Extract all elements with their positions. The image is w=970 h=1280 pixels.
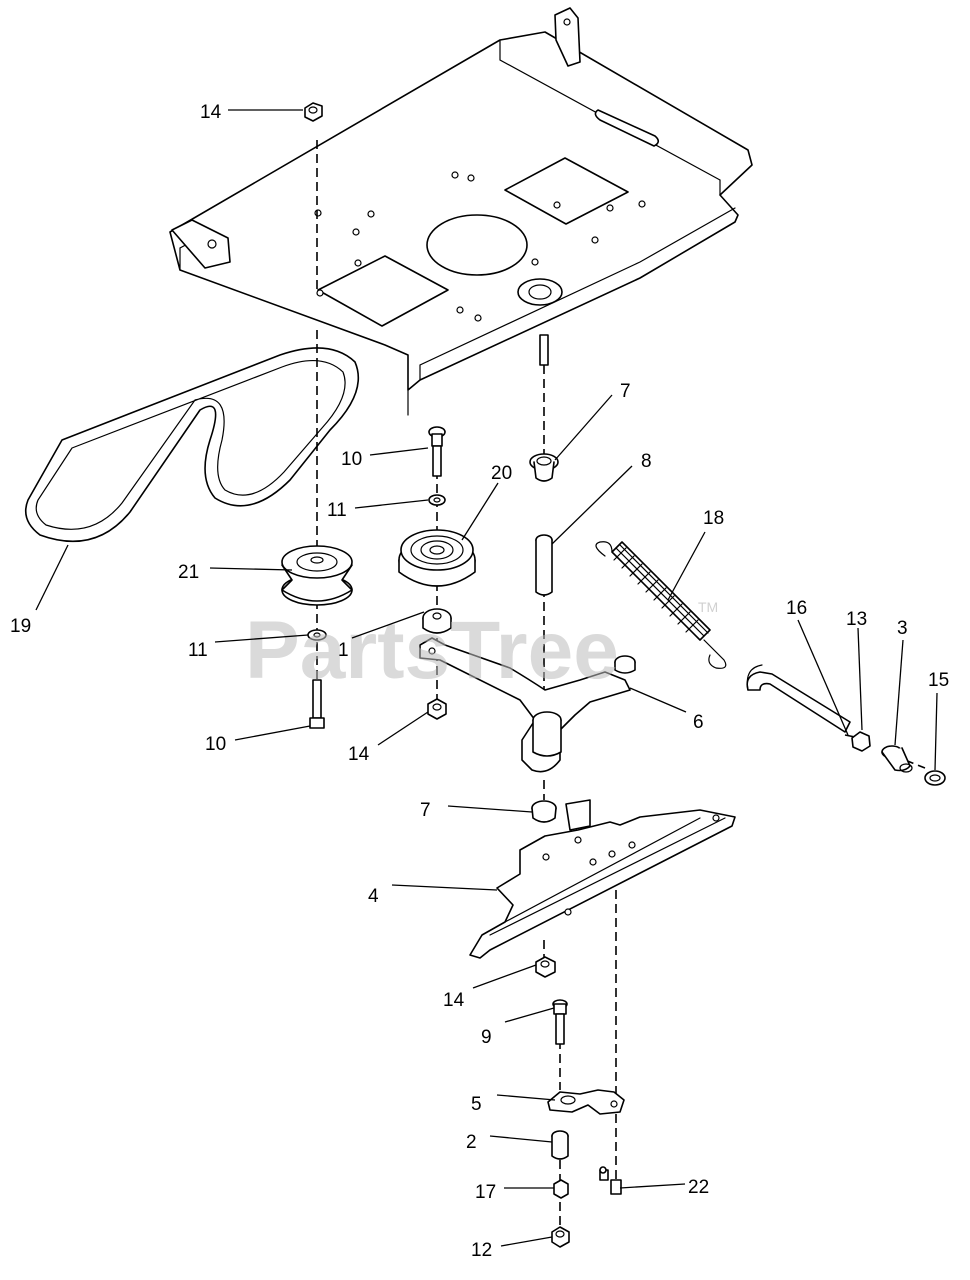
- callout-labels: 14 10 11 20 21 19 11 1 10 14 7 8 18 6 16…: [10, 102, 949, 1261]
- bolt-9: [552, 999, 568, 1045]
- callout-10-lower: 10: [205, 734, 226, 755]
- callout-1: 1: [338, 640, 349, 661]
- spacer-3: [881, 745, 913, 773]
- bolt-10-lower: [309, 679, 325, 729]
- callout-12: 12: [471, 1240, 492, 1261]
- watermark-trademark: TM: [698, 599, 718, 615]
- nut-15: [924, 770, 946, 786]
- nut-13: [851, 731, 871, 752]
- callout-22: 22: [688, 1177, 709, 1198]
- watermark-text: PartsTree: [245, 605, 619, 696]
- callout-9: 9: [481, 1027, 492, 1048]
- callout-20: 20: [491, 463, 512, 484]
- bolt-10-upper: [428, 426, 446, 477]
- rod-16: [746, 664, 851, 733]
- callout-2: 2: [466, 1132, 477, 1153]
- spring-18: [595, 541, 727, 669]
- drive-belt: [24, 347, 360, 543]
- nut-14-middle: [427, 698, 447, 720]
- callout-18: 18: [703, 508, 724, 529]
- callout-16: 16: [786, 598, 807, 619]
- fitting-22: [599, 1166, 622, 1195]
- callout-14-lower: 14: [443, 990, 465, 1011]
- nut-17: [553, 1179, 569, 1199]
- mounting-plate: [169, 7, 753, 416]
- callout-14-top: 14: [200, 102, 222, 123]
- spacer-1: [422, 608, 452, 634]
- callout-4: 4: [368, 886, 379, 907]
- leader-lines: [35, 109, 938, 1247]
- callout-17: 17: [475, 1182, 496, 1203]
- spacer-2: [551, 1130, 569, 1160]
- bushing-7-lower: [531, 800, 557, 823]
- spacer-tube-8: [535, 534, 553, 596]
- callout-14-middle: 14: [348, 744, 370, 765]
- callout-7-lower: 7: [420, 800, 431, 821]
- nut-12: [551, 1226, 570, 1248]
- callout-15: 15: [928, 670, 949, 691]
- callout-19: 19: [10, 616, 31, 637]
- callout-21: 21: [178, 562, 199, 583]
- idler-arm-6: [419, 637, 636, 773]
- bushing-7-upper: [529, 453, 559, 482]
- bracket-5: [547, 1089, 625, 1115]
- nut-14-lower: [535, 956, 556, 978]
- mount-bracket-4: [469, 799, 736, 959]
- nut-14-top: [304, 102, 323, 122]
- callout-11-lower: 11: [188, 640, 208, 661]
- idler-pulley-20: [398, 529, 476, 587]
- callout-6: 6: [693, 712, 704, 733]
- callout-11-upper: 11: [327, 500, 347, 521]
- callout-10-upper: 10: [341, 449, 362, 470]
- callout-7-upper: 7: [620, 381, 631, 402]
- callout-5: 5: [471, 1094, 482, 1115]
- callout-8: 8: [641, 451, 652, 472]
- callout-3: 3: [897, 618, 908, 639]
- v-idler-pulley-21: [281, 545, 353, 606]
- callout-13: 13: [846, 609, 867, 630]
